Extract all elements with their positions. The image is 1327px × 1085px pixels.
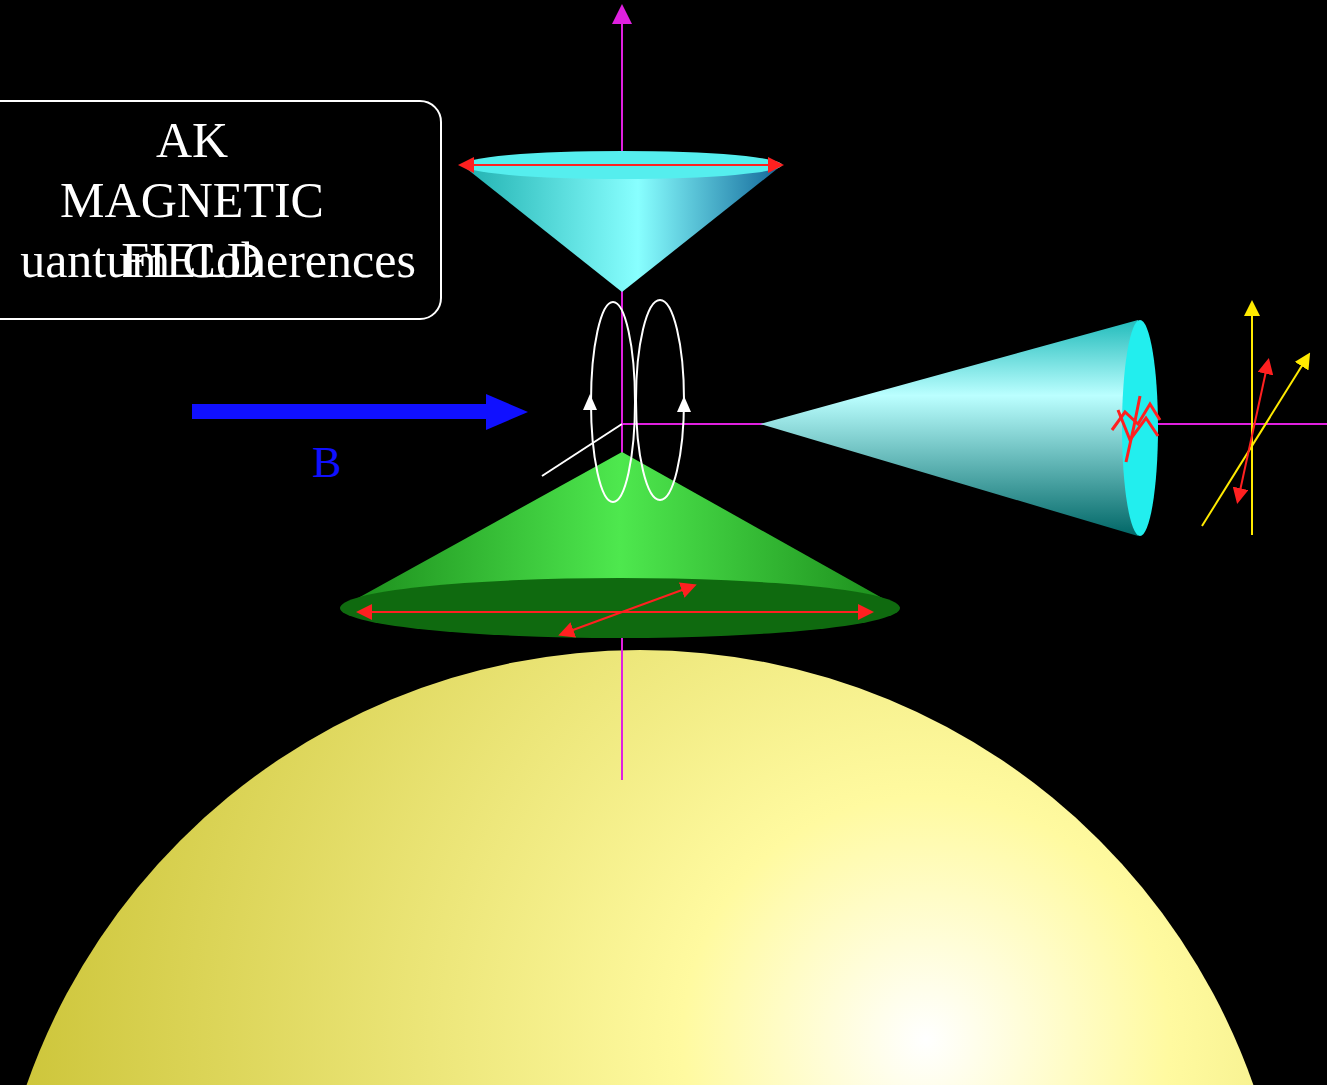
title-text: uantum Coherences xyxy=(8,230,428,290)
title-box: AK MAGNETIC FIELDuantum Coherences xyxy=(0,100,442,320)
field-label: B xyxy=(312,438,341,488)
